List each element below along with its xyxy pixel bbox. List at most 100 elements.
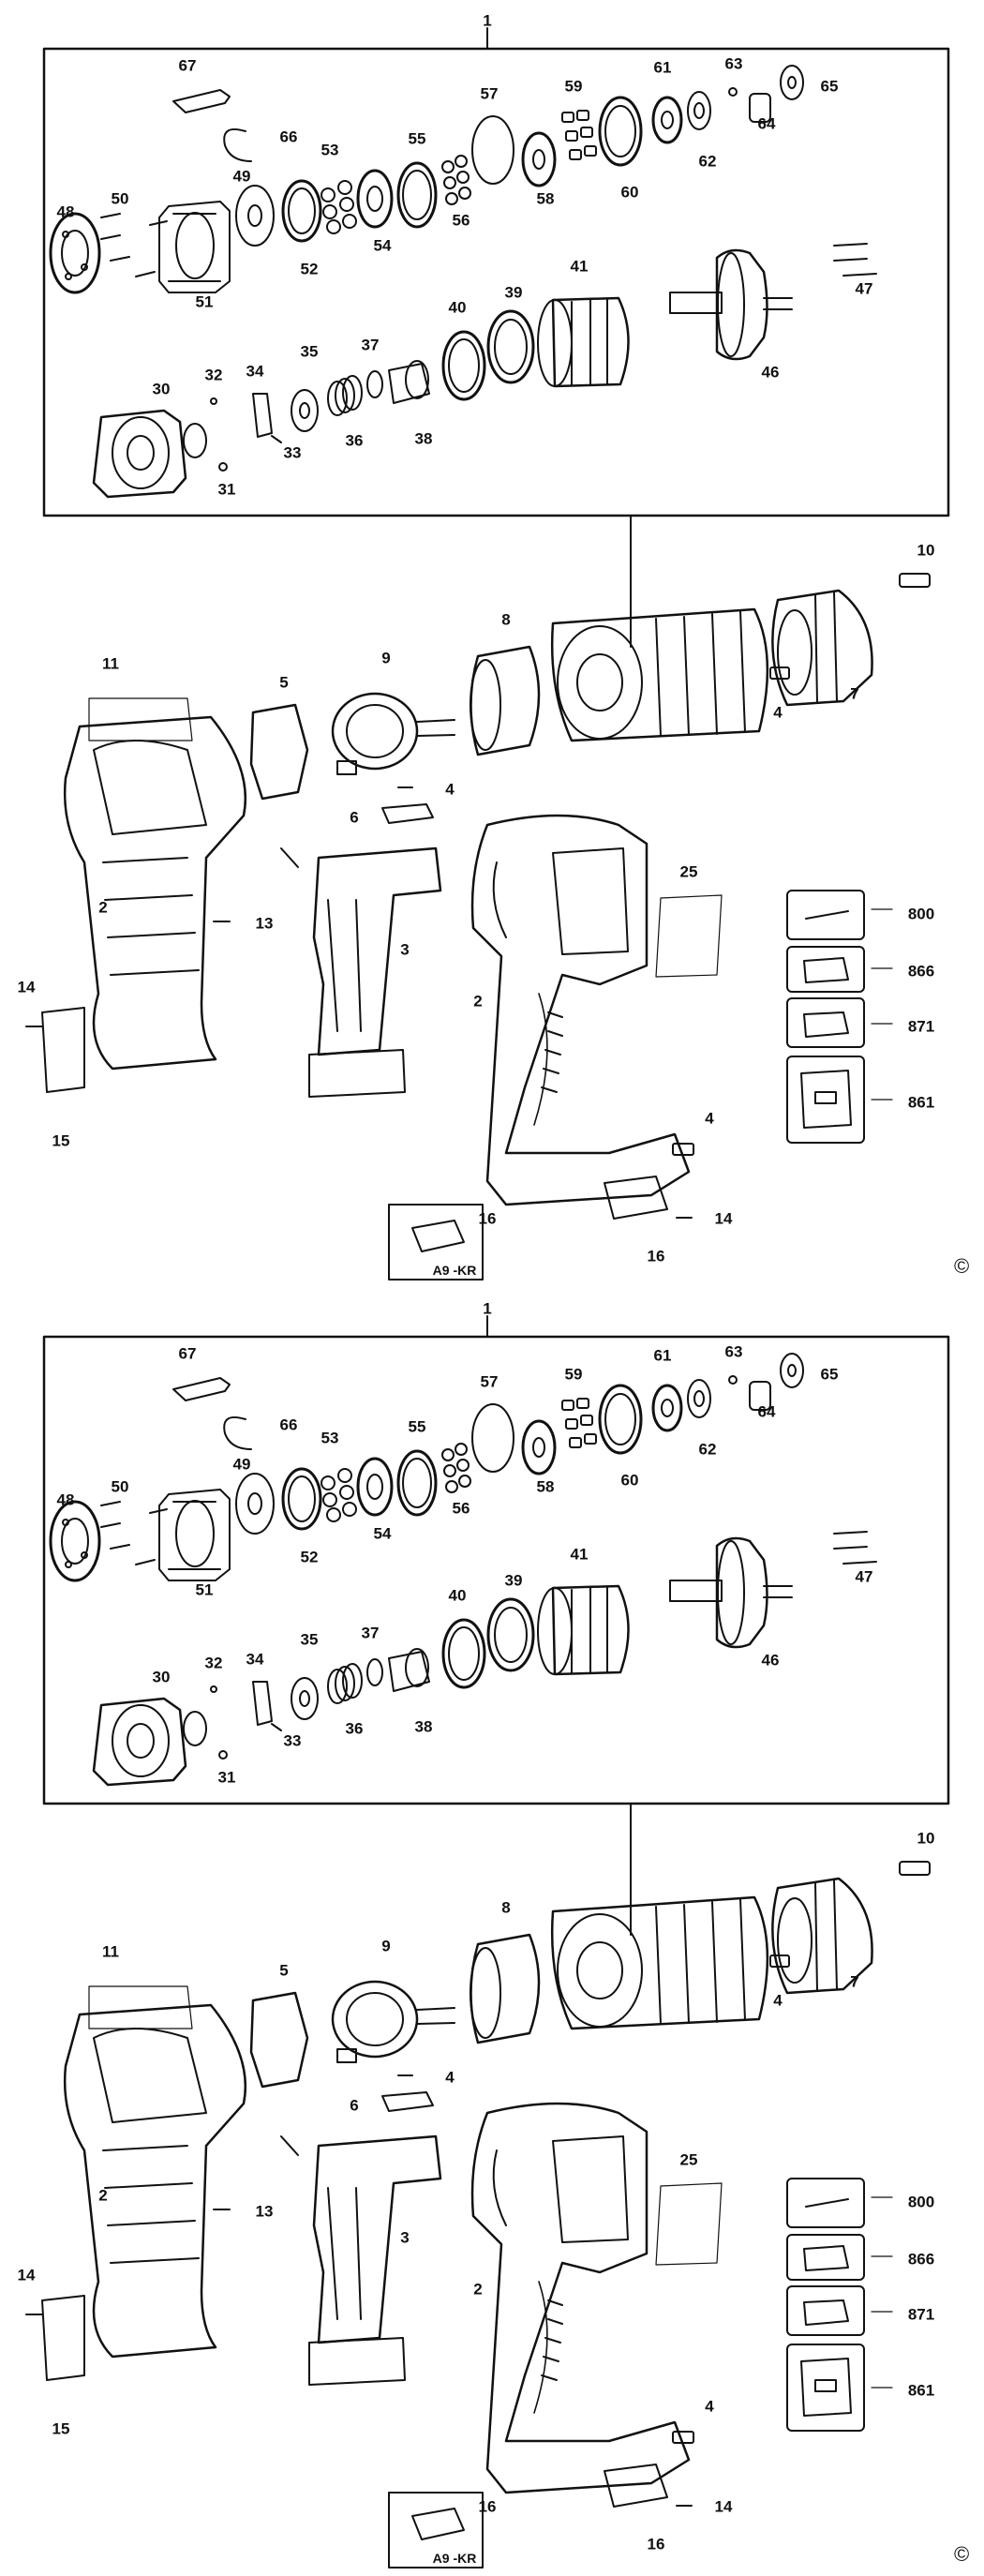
part-number-13: 13	[255, 914, 274, 933]
part-number-5: 5	[279, 673, 289, 692]
part-number-15: 15	[52, 2419, 70, 2438]
part-number-4: 4	[773, 703, 783, 722]
part-number-66: 66	[279, 1415, 298, 1434]
part-number-59: 59	[564, 1365, 583, 1384]
part-number-2: 2	[473, 992, 483, 1011]
model-variant-tag: A9 -KR	[432, 2551, 477, 2566]
part-number-67: 67	[178, 56, 197, 75]
part-number-14: 14	[17, 2266, 36, 2284]
part-number-35: 35	[300, 342, 319, 361]
part-number-4: 4	[445, 2068, 455, 2087]
part-number-14: 14	[714, 1209, 733, 1228]
part-number-67: 67	[178, 1344, 197, 1363]
part-number-66: 66	[279, 127, 298, 146]
part-number-31: 31	[217, 1768, 236, 1787]
part-number-52: 52	[300, 260, 319, 278]
part-number-4: 4	[773, 1991, 783, 2010]
part-number-40: 40	[448, 1586, 467, 1605]
part-number-31: 31	[217, 480, 236, 499]
part-number-58: 58	[536, 1477, 555, 1496]
part-number-861: 861	[907, 2381, 935, 2400]
part-number-2: 2	[473, 2280, 483, 2299]
part-number-51: 51	[195, 292, 214, 311]
part-number-8: 8	[501, 610, 511, 629]
part-number-25: 25	[679, 2150, 698, 2169]
part-number-54: 54	[373, 1524, 392, 1543]
part-number-50: 50	[111, 1477, 129, 1496]
part-number-800: 800	[907, 905, 935, 923]
part-number-6: 6	[350, 2096, 359, 2115]
part-number-38: 38	[414, 429, 433, 448]
part-number-63: 63	[724, 54, 743, 73]
part-number-14: 14	[714, 2497, 733, 2516]
part-number-30: 30	[152, 1668, 171, 1686]
part-number-15: 15	[52, 1131, 70, 1150]
part-number-47: 47	[855, 1567, 873, 1586]
part-number-50: 50	[111, 189, 129, 208]
part-number-61: 61	[653, 58, 672, 77]
part-number-53: 53	[321, 141, 339, 159]
part-number-16: 16	[647, 2535, 665, 2554]
part-number-58: 58	[536, 189, 555, 208]
part-number-35: 35	[300, 1630, 319, 1649]
part-number-54: 54	[373, 236, 392, 255]
part-number-33: 33	[283, 1731, 302, 1750]
part-number-53: 53	[321, 1429, 339, 1447]
part-number-41: 41	[570, 1545, 589, 1564]
part-number-37: 37	[361, 1624, 380, 1642]
part-number-4: 4	[445, 780, 455, 799]
part-number-57: 57	[480, 1372, 499, 1391]
part-number-34: 34	[246, 1650, 264, 1669]
part-number-3: 3	[400, 940, 410, 959]
part-number-55: 55	[408, 1417, 426, 1436]
part-number-11: 11	[102, 1942, 119, 1961]
part-number-30: 30	[152, 380, 171, 398]
part-number-3: 3	[400, 2228, 410, 2247]
part-number-7: 7	[850, 684, 859, 703]
part-number-5: 5	[279, 1961, 289, 1980]
part-number-49: 49	[232, 167, 251, 186]
part-number-59: 59	[564, 77, 583, 96]
part-number-871: 871	[907, 2305, 935, 2324]
part-number-16: 16	[647, 1247, 665, 1266]
part-number-48: 48	[56, 1490, 75, 1509]
part-number-4: 4	[705, 1109, 714, 1128]
part-number-6: 6	[350, 808, 359, 827]
part-number-10: 10	[917, 541, 935, 560]
part-number-60: 60	[620, 183, 639, 202]
part-number-62: 62	[698, 1440, 717, 1459]
part-number-10: 10	[917, 1829, 935, 1848]
exploded-view-drawing	[25, 1315, 950, 2569]
part-number-57: 57	[480, 84, 499, 103]
part-number-41: 41	[570, 257, 589, 276]
part-number-55: 55	[408, 129, 426, 148]
part-number-9: 9	[381, 1937, 391, 1955]
part-number-34: 34	[246, 362, 264, 381]
part-number-40: 40	[448, 298, 467, 317]
part-number-65: 65	[820, 1365, 839, 1384]
part-number-56: 56	[452, 211, 470, 230]
part-number-62: 62	[698, 152, 717, 171]
part-number-7: 7	[850, 1972, 859, 1991]
part-number-60: 60	[620, 1471, 639, 1490]
copyright-mark: ©	[954, 1254, 970, 1278]
part-number-36: 36	[345, 431, 364, 450]
exploded-view-drawing	[25, 27, 950, 1281]
part-number-49: 49	[232, 1455, 251, 1474]
part-number-52: 52	[300, 1548, 319, 1566]
part-number-32: 32	[204, 366, 223, 384]
part-number-871: 871	[907, 1017, 935, 1036]
part-number-2: 2	[98, 898, 108, 917]
part-number-32: 32	[204, 1654, 223, 1672]
part-number-63: 63	[724, 1342, 743, 1361]
part-number-25: 25	[679, 862, 698, 881]
part-number-65: 65	[820, 77, 839, 96]
part-number-51: 51	[195, 1580, 214, 1599]
part-number-800: 800	[907, 2193, 935, 2211]
part-number-16: 16	[478, 2497, 497, 2516]
part-number-14: 14	[17, 978, 36, 996]
part-number-39: 39	[504, 1571, 523, 1590]
part-number-1: 1	[483, 1299, 492, 1318]
part-number-866: 866	[907, 2250, 935, 2269]
